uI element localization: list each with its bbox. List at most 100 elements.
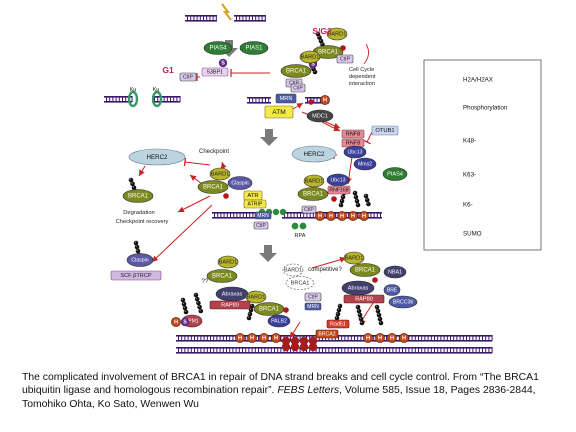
dna-bottom-top-rung — [187, 335, 189, 341]
otub1: OTUB1 — [371, 125, 399, 136]
ctip-ckpt-shape — [253, 221, 269, 230]
ctip-ckpt: CtIP — [253, 221, 269, 230]
degradation-label-1: Degradation — [123, 210, 155, 216]
rad51-filament-6 — [299, 342, 309, 352]
h2a-bot-b-1-shape — [247, 333, 257, 343]
bre-shape — [383, 284, 401, 296]
brca1-degradation: BRCA1 — [122, 189, 154, 203]
dna-mrn-left — [247, 97, 271, 104]
dna-bottom-bottom-strand-bottom — [176, 352, 492, 354]
scf-btrcp-shape — [110, 270, 162, 281]
k63-chain-rnf-2 — [352, 190, 361, 208]
dna-bottom-bottom-rung — [469, 347, 471, 353]
arrow-atm-h2a — [292, 102, 304, 110]
mms2-top-shape — [353, 157, 377, 171]
dna-bottom-top-rung — [258, 335, 259, 341]
atrip-label: ATRIP — [248, 201, 263, 207]
k63-chain-bot-d-shine — [338, 304, 341, 306]
herc2-right-label: HERC2 — [304, 151, 326, 158]
dna-bottom-bottom-rung — [290, 347, 291, 353]
dna-bottom-bottom-rung — [248, 347, 250, 353]
dna-break-right — [234, 15, 266, 22]
dna-bottom-bottom-rung — [187, 347, 189, 353]
dna-bottom-bottom-rung — [405, 347, 407, 353]
dna-bottom-top-rung — [245, 335, 247, 341]
bard1-top-shape — [326, 27, 348, 41]
brca1-bot-a-label: BRCA1 — [212, 273, 233, 279]
dna-bottom-bottom-rung — [235, 347, 237, 353]
inhibit-53bp1 — [230, 69, 270, 77]
k63-chain-bot-b-bead — [183, 309, 189, 315]
k63-chain-bot-d-bead — [335, 311, 341, 317]
pias1-shape — [239, 41, 269, 55]
dna-ku-left-rung — [109, 96, 111, 102]
k63-chain-bot-f-bead — [378, 320, 384, 326]
dna-bottom-bottom-rung — [267, 347, 269, 353]
brcc36: BRCC36 — [388, 295, 418, 309]
k6-chain-top-bead — [318, 38, 324, 44]
dna-bottom-bottom-rung — [344, 347, 346, 353]
legend-label-1: Phosphorylation — [463, 105, 508, 112]
rad51-shape — [326, 319, 350, 329]
k63-chain-bot-a-shine — [198, 305, 200, 307]
sumo-top-label: S — [311, 61, 315, 67]
dna-bottom-bottom-rung — [462, 347, 464, 353]
h2a-bot-b-0-shape — [235, 333, 245, 343]
arrow-to-degradation — [189, 174, 203, 185]
ubc13-top: Ubc13 — [343, 145, 367, 159]
dna-bottom-bottom-rung — [325, 347, 327, 353]
dna-rnf168-rung — [290, 212, 292, 218]
dna-bottom-bottom-rung — [264, 347, 266, 353]
dna-ku-left-rung — [122, 96, 123, 102]
k63-chain-bot-c-shine — [249, 308, 252, 310]
brca1-rnf-shape — [297, 187, 329, 201]
cell-cycle-bracket — [363, 43, 369, 65]
dna-bottom-top-strand-bottom — [176, 340, 492, 342]
dna-ckpt-rung — [214, 212, 215, 218]
dna-ku-left-rung — [131, 96, 133, 102]
sumo-53bp1-shape — [218, 58, 228, 68]
dna-bottom-top-rung — [427, 335, 429, 341]
rpa-dot-1 — [291, 222, 299, 230]
k6-chain-top-shine — [316, 32, 319, 34]
k63-chain-rnf-2-bead — [353, 194, 359, 200]
ctip-g1-shape — [179, 72, 197, 82]
dna-bottom-bottom-rung — [315, 347, 317, 353]
brca1-bot-c: BRCA1 — [349, 263, 381, 277]
k63-chain-bot-e-bead — [355, 304, 361, 310]
rnf8-a-label: RNF8 — [346, 131, 361, 137]
pias4-mid-shape — [382, 167, 408, 181]
lightning-icon — [221, 3, 232, 21]
k63-chain-rnf-3-bead — [366, 201, 371, 207]
k63-chain-bot-b-shine — [181, 298, 184, 300]
dna-bottom-bottom-rung — [418, 347, 419, 353]
atrip-shape — [243, 199, 267, 209]
dna-bottom-bottom-rung — [242, 347, 243, 353]
k63-chain-bot-d-shine — [335, 316, 338, 318]
dna-bottom-top-rung — [338, 335, 339, 341]
dna-bottom-top-rung — [357, 335, 359, 341]
dna-bottom-bottom-rung — [181, 347, 183, 353]
k63-chain-bot-b — [180, 297, 189, 315]
h2a-bot-b-3: H — [271, 333, 281, 343]
sumo-hpm1-shape — [180, 317, 190, 327]
dna-bottom-bottom-rung — [178, 347, 179, 353]
sumo-53bp1: S — [218, 58, 228, 68]
cell-cycle-label-3: interaction — [349, 81, 375, 87]
k63-chain-rnf-3 — [363, 193, 371, 207]
phase-sg2-label: S/G2 — [312, 26, 332, 36]
h2a-bot-a-label: H — [174, 319, 178, 325]
k63-chain-bot-d-shine — [336, 312, 339, 314]
dna-rnf168-rung — [357, 212, 359, 218]
claspin-degraded-label: Claspin — [131, 257, 148, 263]
h2a-rnf-0-shape — [315, 211, 325, 221]
k63-chain-bot-e-bead — [359, 320, 365, 326]
claspin-ckpt: Claspin — [227, 176, 253, 190]
k63-chain-bot-a-bead — [194, 296, 200, 302]
dna-rnf168-rung — [325, 212, 327, 218]
ku-ring-right — [151, 90, 163, 108]
dna-bottom-bottom-rung — [277, 347, 279, 353]
brcc36-shape — [388, 295, 418, 309]
brca1-mid: BRCA1 — [280, 64, 312, 78]
